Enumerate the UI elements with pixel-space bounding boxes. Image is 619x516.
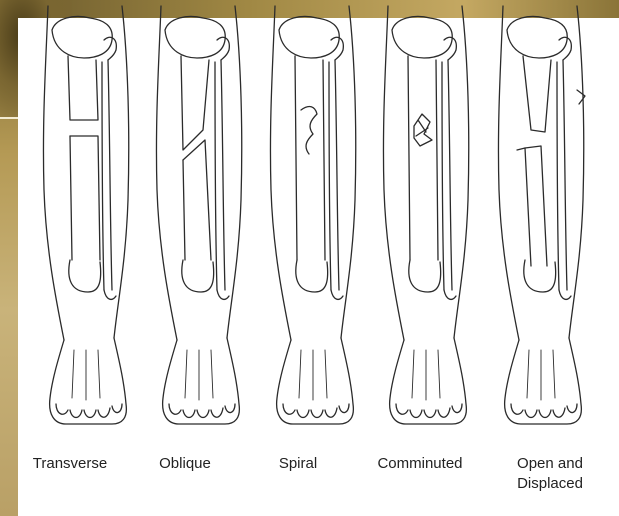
toe-1	[56, 404, 68, 414]
tibia-distal	[296, 260, 328, 292]
toe-1	[396, 404, 408, 414]
toe-3	[84, 410, 96, 418]
tibia-head	[165, 17, 225, 59]
toe-3	[424, 410, 436, 418]
tibia-shaft-lower-left	[70, 136, 72, 260]
toe-4	[553, 408, 565, 417]
leg-outline-left	[498, 6, 519, 340]
tibia-shaft-upper	[523, 56, 551, 132]
leg-open-displaced	[498, 6, 585, 424]
label-oblique: Oblique	[145, 454, 225, 474]
metatarsal-lines	[527, 350, 555, 400]
leg-outline-right	[569, 6, 584, 338]
leg-transverse	[43, 6, 128, 424]
leg-comminuted	[383, 6, 468, 424]
tibia-shaft-left	[408, 56, 410, 260]
tibia-shaft-lower-right	[70, 136, 100, 260]
tibia-shaft-left	[295, 56, 297, 260]
fibula-head	[104, 37, 116, 60]
fibula-shaft-inner	[329, 62, 331, 290]
toe-1	[169, 404, 181, 414]
leg-outline-right	[454, 6, 469, 338]
fibula-shaft-outer	[563, 60, 567, 290]
label-comminuted: Comminuted	[370, 454, 470, 474]
label-transverse: Transverse	[30, 454, 110, 474]
toe-5	[567, 404, 577, 413]
leg-outline-left	[156, 6, 177, 340]
fibula-head	[217, 37, 229, 60]
fibula-shaft-inner	[102, 62, 104, 290]
fibula-shaft-inner	[215, 62, 217, 290]
leg-outline-right	[114, 6, 129, 338]
tibia-shaft-upper	[68, 56, 98, 120]
tibia-distal	[182, 260, 214, 292]
fibula-shaft-inner	[442, 62, 444, 290]
fibula-shaft-outer	[108, 60, 112, 290]
tibia-head	[507, 17, 567, 59]
toe-3	[539, 410, 551, 418]
leg-outline-right	[227, 6, 242, 338]
toe-4	[98, 408, 110, 417]
tibia-shaft-lower-left	[183, 160, 185, 260]
metatarsal-lines	[412, 350, 440, 400]
fibula-head	[331, 37, 343, 60]
toe-2	[297, 410, 309, 418]
fibula-head	[559, 37, 571, 60]
leg-oblique	[156, 6, 241, 424]
leg-outline-left	[383, 6, 404, 340]
tibia-head	[52, 17, 112, 59]
tibia-shaft-lower-right	[183, 140, 211, 260]
leg-spiral	[270, 6, 355, 424]
fibula-distal	[217, 290, 229, 299]
fibula-shaft-outer	[335, 60, 339, 290]
tibia-distal	[409, 260, 441, 292]
toe-5	[225, 404, 235, 413]
toe-2	[410, 410, 422, 418]
label-spiral: Spiral	[258, 454, 338, 474]
fibula-shaft-outer	[221, 60, 225, 290]
tibia-head	[392, 17, 452, 59]
toe-2	[183, 410, 195, 418]
toe-4	[325, 408, 337, 417]
toe-1	[511, 404, 523, 414]
metatarsal-lines	[185, 350, 213, 400]
fibula-distal	[444, 290, 456, 299]
toe-4	[438, 408, 450, 417]
toe-2	[70, 410, 82, 418]
fibula-shaft-inner	[557, 62, 559, 290]
toe-2	[525, 410, 537, 418]
comminuted-fragments	[414, 114, 432, 146]
tibia-head	[279, 17, 339, 59]
leg-outline-left	[43, 6, 64, 340]
fibula-shaft-outer	[448, 60, 452, 290]
fibula-distal	[559, 290, 571, 299]
fibula-distal	[104, 290, 116, 299]
metatarsal-lines	[299, 350, 327, 400]
leg-outline-right	[341, 6, 356, 338]
toe-5	[112, 404, 122, 413]
tibia-shaft-right	[323, 60, 325, 260]
toe-5	[452, 404, 462, 413]
tibia-shaft-lower-left	[517, 148, 531, 266]
tibia-shaft-right	[436, 60, 438, 260]
toe-3	[197, 410, 209, 418]
label-open-and-displaced: Open and Displaced	[500, 454, 600, 494]
fibula-distal	[331, 290, 343, 299]
tibia-shaft-upper	[181, 56, 209, 150]
toe-5	[339, 404, 349, 413]
fibula-head	[444, 37, 456, 60]
toe-3	[311, 410, 323, 418]
tibia-distal	[524, 260, 556, 292]
toe-4	[211, 408, 223, 417]
leg-outline-left	[270, 6, 291, 340]
toe-1	[283, 404, 295, 414]
spiral-fracture-line	[301, 107, 317, 154]
metatarsal-lines	[72, 350, 100, 400]
tibia-distal	[69, 260, 101, 292]
